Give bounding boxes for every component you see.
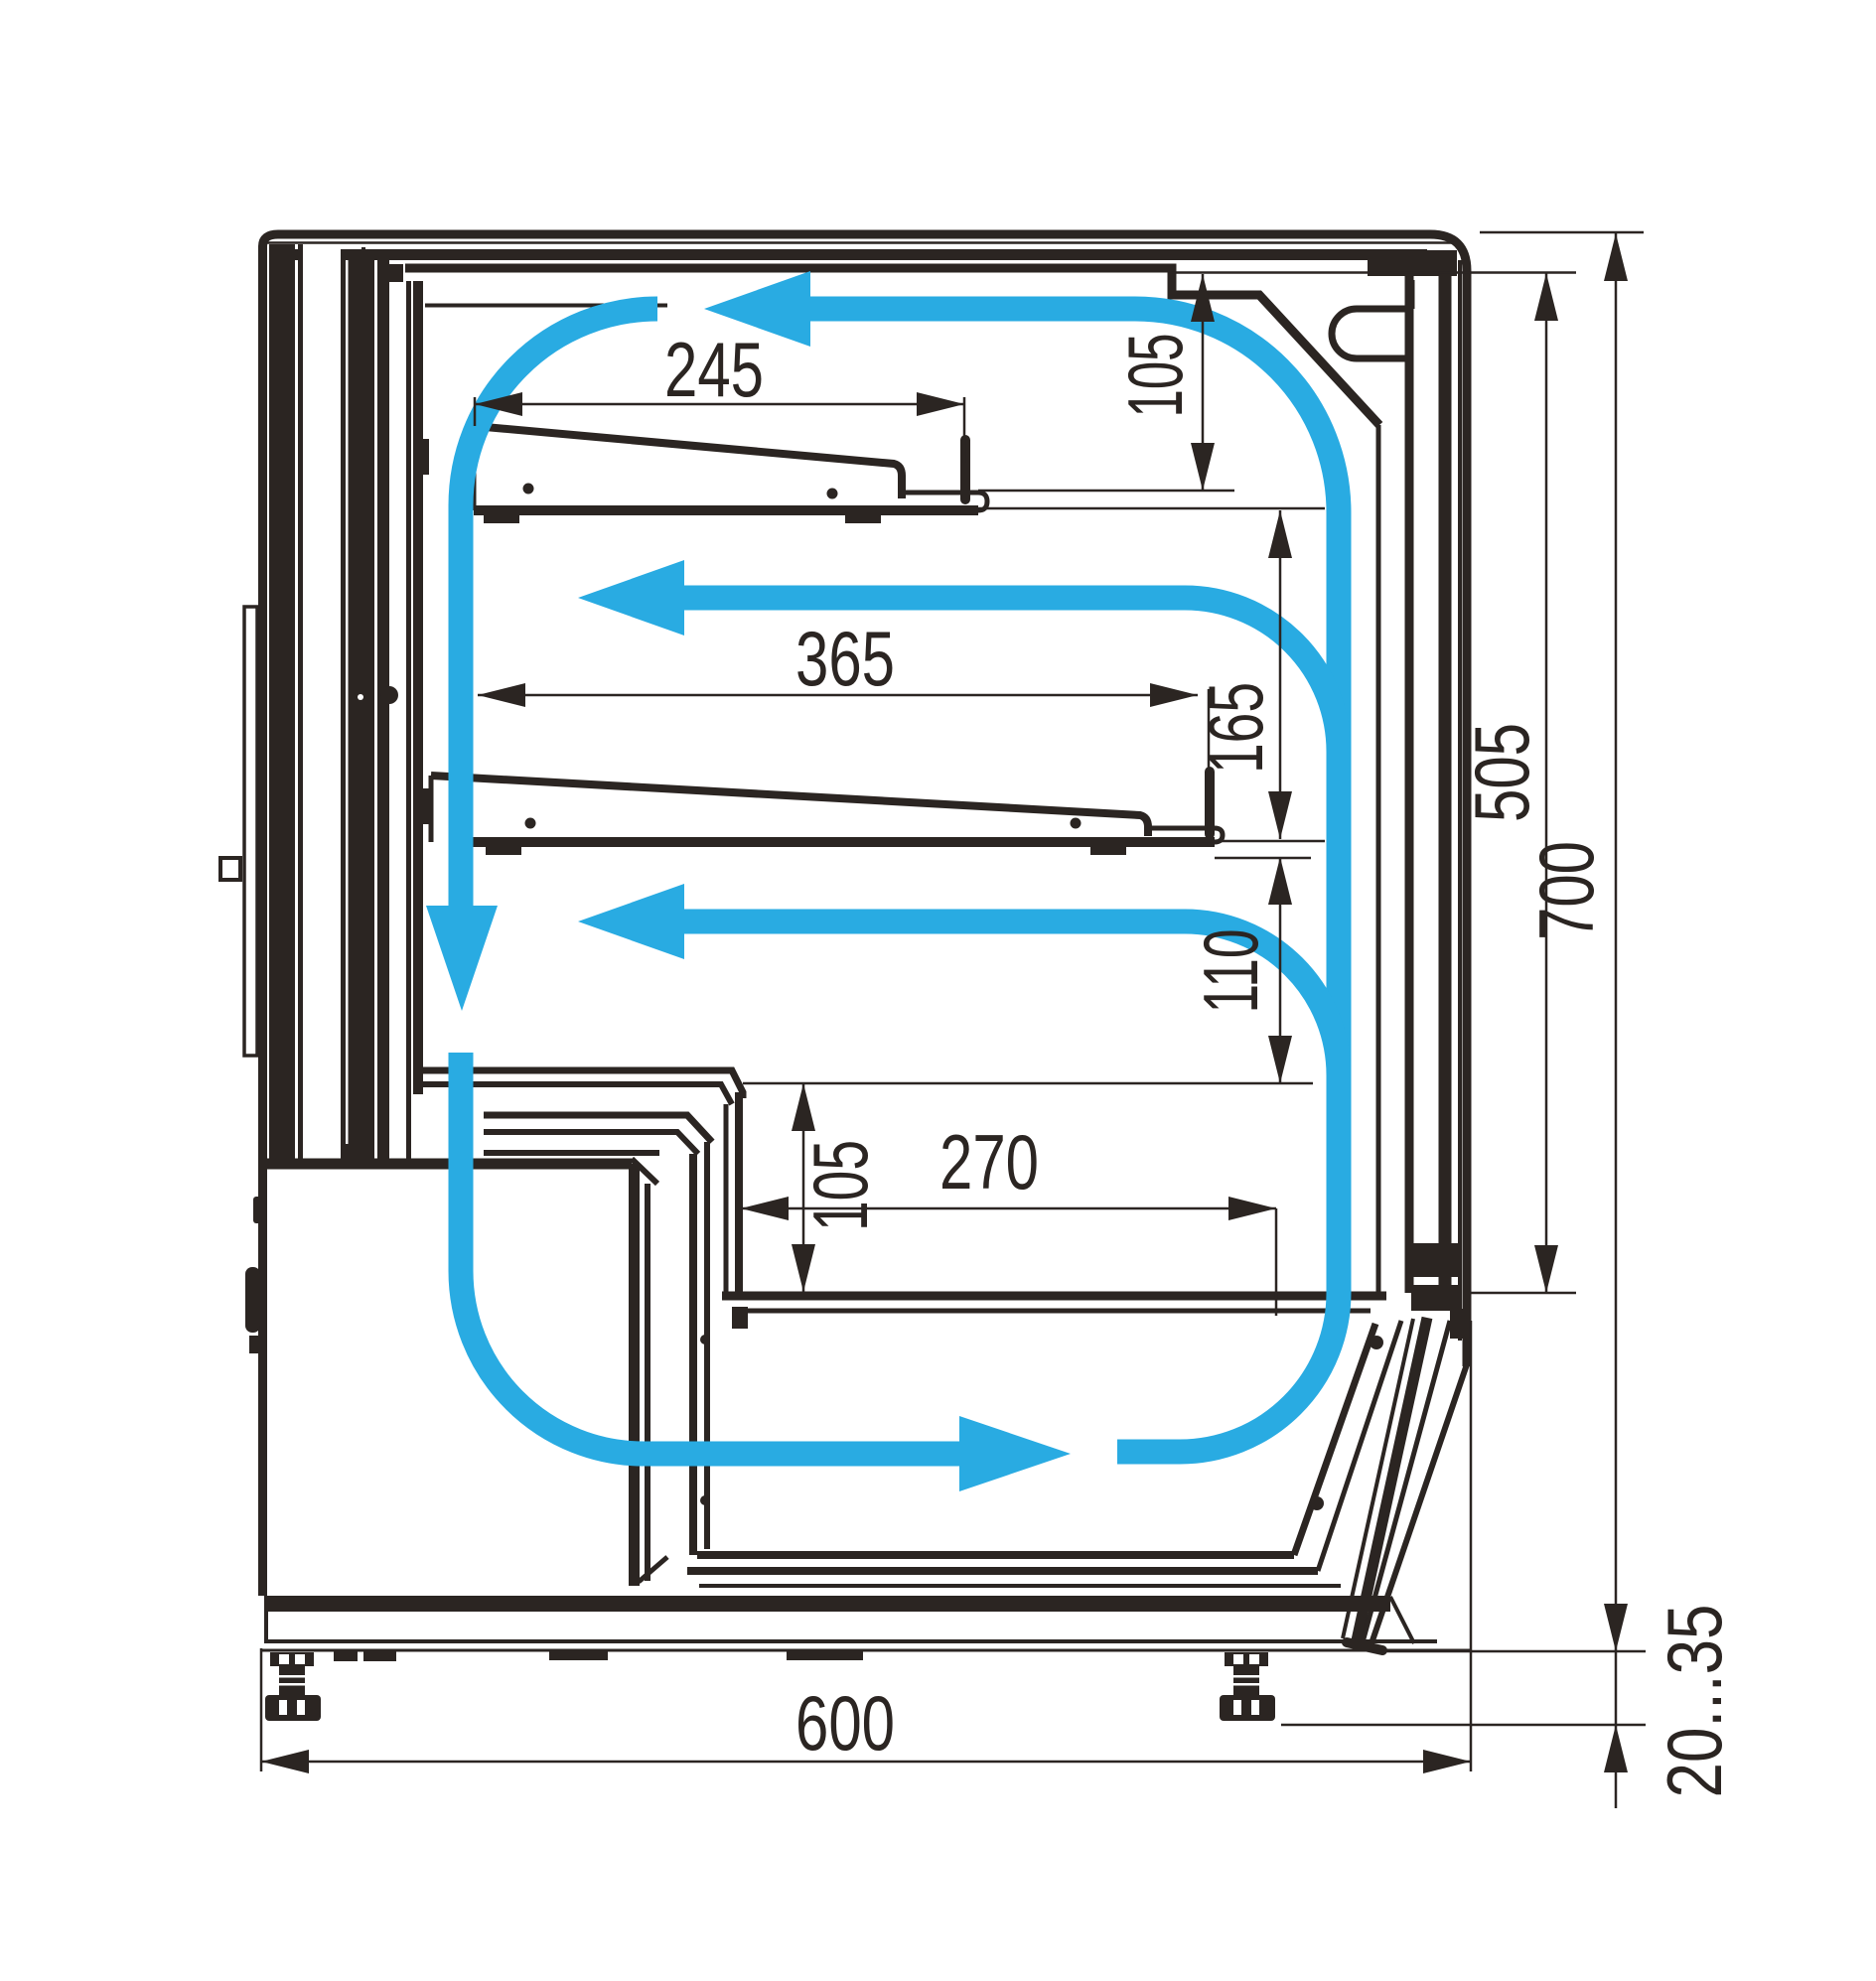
svg-text:600: 600 [795, 1679, 895, 1767]
svg-text:110: 110 [1187, 929, 1274, 1014]
svg-text:20...35: 20...35 [1651, 1605, 1738, 1798]
svg-text:270: 270 [939, 1118, 1039, 1205]
svg-text:105: 105 [796, 1140, 884, 1231]
svg-text:365: 365 [795, 615, 895, 702]
svg-text:700: 700 [1522, 841, 1610, 940]
svg-text:245: 245 [664, 326, 764, 413]
svg-text:105: 105 [1111, 334, 1199, 418]
svg-text:505: 505 [1458, 723, 1545, 822]
svg-text:165: 165 [1192, 682, 1279, 774]
